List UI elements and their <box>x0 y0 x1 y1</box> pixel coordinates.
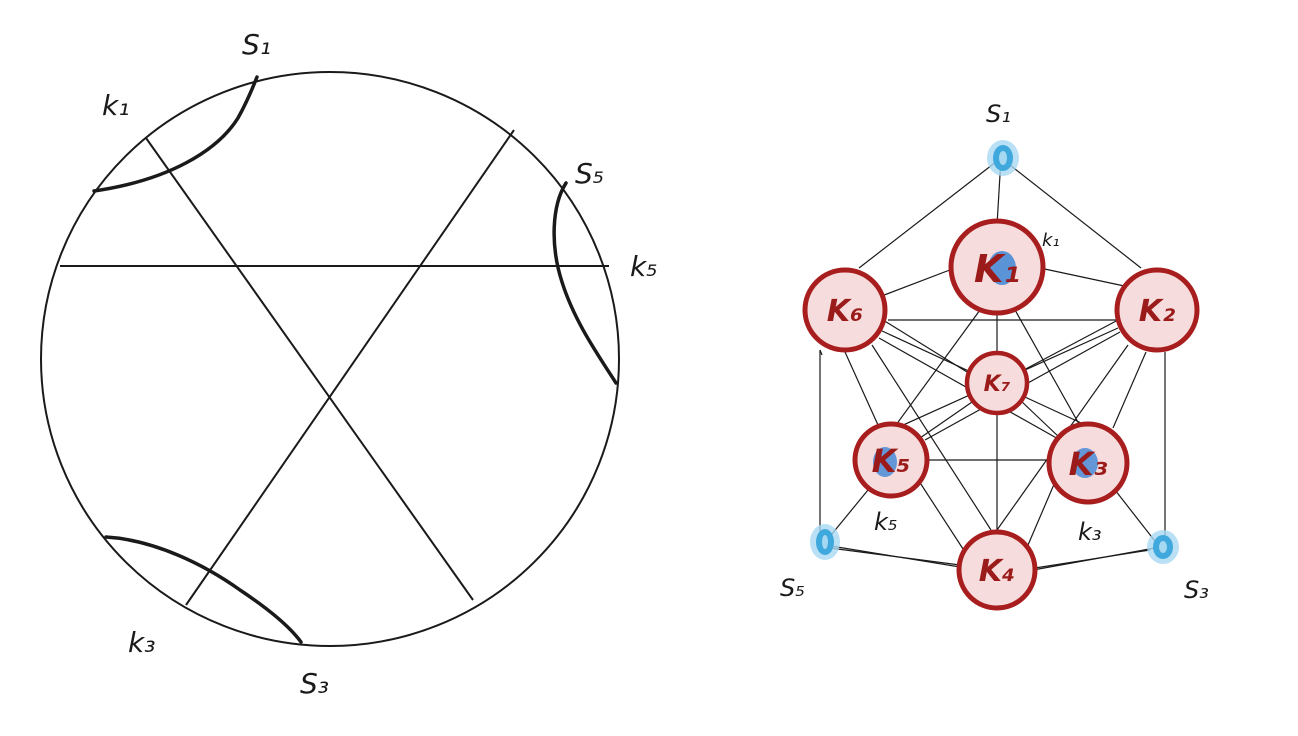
vertex-k1-marker <box>988 251 1016 285</box>
node-K3: K₃ <box>1046 421 1130 505</box>
node-K5-label: K₅ <box>872 442 911 480</box>
vertex-s1 <box>987 140 1019 176</box>
vertex-k3-marker <box>1072 448 1098 478</box>
chord-k3 <box>185 129 515 606</box>
label-s1: S₁ <box>242 28 271 61</box>
label-k5: k₅ <box>630 250 657 283</box>
vertex-k5-marker <box>873 447 897 477</box>
node-K7-label: K₇ <box>984 372 1011 397</box>
node-K1-label: K₁ <box>974 247 1020 291</box>
node-K2: K₂ <box>1114 267 1200 353</box>
node-K4-label: K₄ <box>979 554 1015 589</box>
node-K3-label: K₃ <box>1069 445 1108 483</box>
right-figure: K₁ K₆ K₂ K₇ K₅ <box>780 100 1209 611</box>
left-figure: S₁ k₁ S₅ k₅ k₃ S₃ <box>40 28 657 700</box>
right-label-s1: S₁ <box>986 100 1011 128</box>
right-label-k3: k₃ <box>1078 518 1102 546</box>
label-k3: k₃ <box>128 626 155 659</box>
chord-k1 <box>145 137 474 601</box>
disk-boundary <box>40 71 620 647</box>
node-K6: K₆ <box>802 267 888 353</box>
right-label-s5: S₅ <box>780 574 805 602</box>
label-s5: S₅ <box>575 157 604 190</box>
node-K1: K₁ <box>948 218 1046 316</box>
label-s3: S₃ <box>300 667 329 700</box>
vertex-s5 <box>810 524 840 560</box>
arc-s5 <box>552 181 618 385</box>
node-K5: K₅ <box>852 421 930 499</box>
node-K7: K₇ <box>964 350 1030 416</box>
right-label-k1: k₁ <box>1042 230 1060 251</box>
right-label-k5: k₅ <box>874 508 898 536</box>
arc-s1 <box>92 75 259 193</box>
arc-s3 <box>104 535 303 644</box>
vertex-s3 <box>1147 530 1179 564</box>
node-K2-label: K₂ <box>1139 294 1175 329</box>
label-k1: k₁ <box>102 89 129 122</box>
right-label-s3: S₃ <box>1184 576 1209 604</box>
node-K4: K₄ <box>956 529 1038 611</box>
node-K6-label: K₆ <box>827 294 863 329</box>
